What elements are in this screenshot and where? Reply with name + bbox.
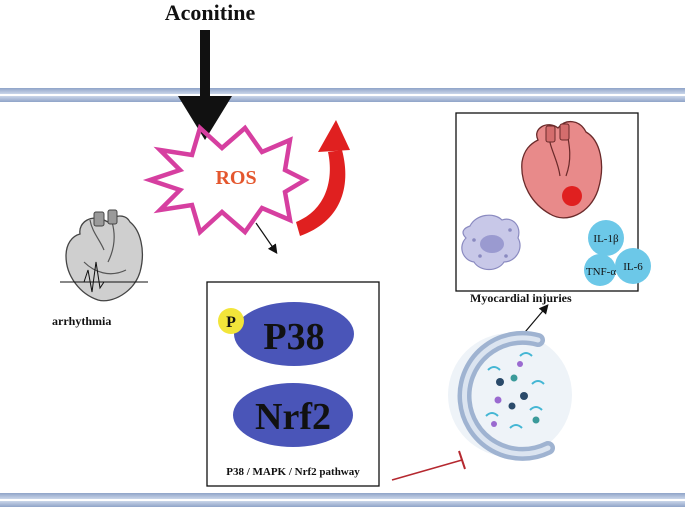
nrf2-label: Nrf2 [255,396,331,438]
macrophage-icon [461,214,521,271]
inhibition-arrow [391,450,466,481]
nrf2-protein [233,383,353,447]
injured-heart-icon [521,121,603,219]
increase-arrow [296,120,350,236]
aconitine-arrow [178,30,232,140]
bottom-membrane [0,493,685,507]
tnfa-label: TNF-α [586,266,616,278]
ros-star [142,123,310,237]
phospho-label: P [226,314,236,331]
p38-protein [234,302,354,366]
myocardial-injuries-label: Myocardial injuries [470,291,572,305]
il6-cytokine [615,248,651,284]
arrhythmia-label: arrhythmia [52,314,112,328]
il1b-label: IL-1β [593,233,619,245]
extracellular-vesicle-icon [448,330,572,461]
pathway-label: P38 / MAPK / Nrf2 pathway [226,466,360,478]
injury-spot [562,186,582,206]
phospho-group [218,308,244,334]
tnfa-cytokine [584,254,616,286]
il6-label: IL-6 [623,261,643,273]
il1b-cytokine [588,220,624,256]
arrhythmia-heart-icon [60,209,148,302]
ros-label: ROS [215,167,256,189]
ros-to-pathway-arrow [255,222,278,254]
aconitine-title: Aconitine [164,0,256,25]
p38-label: P38 [263,316,324,358]
top-membrane [0,88,685,102]
